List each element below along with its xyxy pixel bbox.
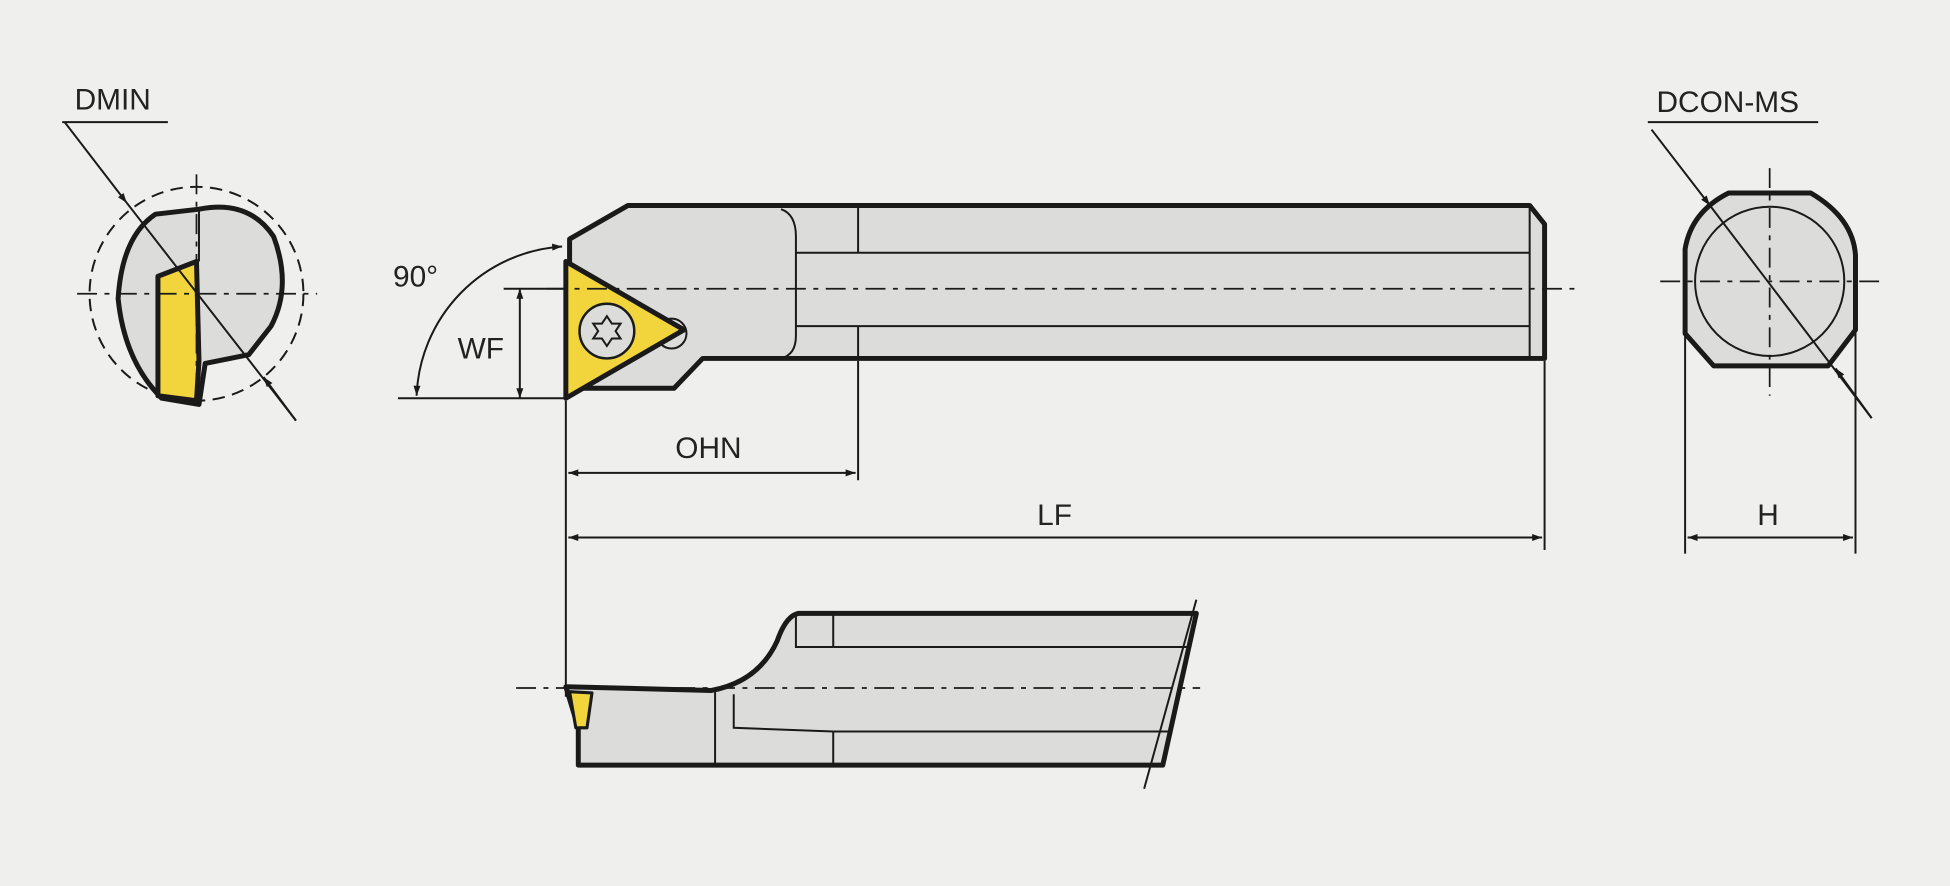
angle-label: 90° xyxy=(393,260,438,293)
shank-end-view: DCON-MS H xyxy=(1647,86,1881,554)
top-view: WF 90° OHN LF xyxy=(393,202,1582,697)
tool-shank xyxy=(567,202,1548,391)
dmin-dimension-arrow xyxy=(262,376,297,422)
side-neck-contour xyxy=(732,694,834,733)
side-view-body xyxy=(563,610,1199,768)
break-line xyxy=(1143,599,1198,789)
ohn-label: OHN xyxy=(675,432,741,465)
angle-dimension xyxy=(413,243,563,396)
dcon-ms-label: DCON-MS xyxy=(1657,86,1800,119)
wf-label: WF xyxy=(458,332,504,365)
dcon-ms-dimension-line xyxy=(1709,204,1873,419)
side-neck-contour xyxy=(794,615,834,648)
front-end-view: DMIN xyxy=(62,84,318,422)
neck-step-lines xyxy=(795,251,859,328)
side-view xyxy=(516,599,1201,789)
end-view-insert xyxy=(155,258,202,404)
dcon-ms-dimension-arrow xyxy=(1834,367,1873,419)
lf-label: LF xyxy=(1037,499,1072,532)
h-label: H xyxy=(1757,499,1779,532)
neck-contour xyxy=(780,208,797,360)
clamp-screw-icon xyxy=(578,302,636,360)
dcon-ms-dimension-arrow xyxy=(1650,128,1711,207)
dmin-dimension-arrow xyxy=(63,121,128,204)
dmin-label: DMIN xyxy=(75,84,151,117)
side-view-insert xyxy=(568,690,594,730)
torx-icon xyxy=(591,314,623,348)
